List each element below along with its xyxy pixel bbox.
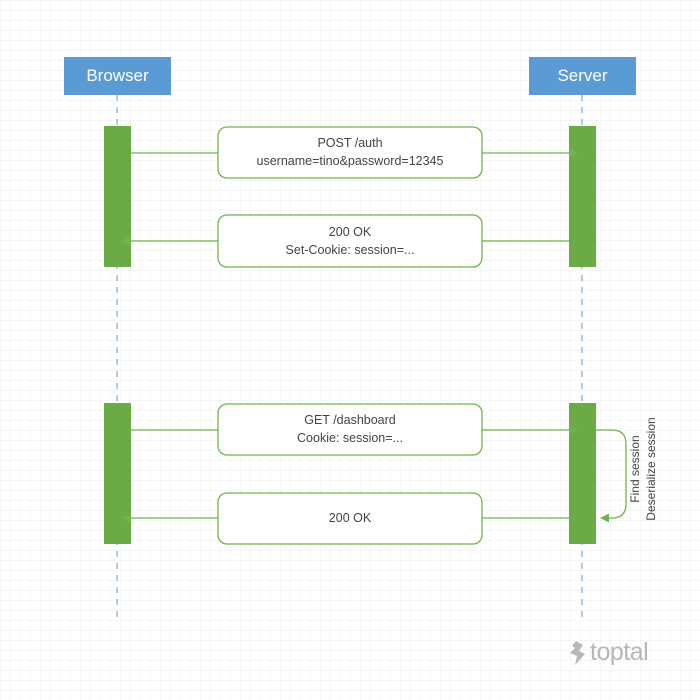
toptal-logo-text: toptal <box>590 638 649 666</box>
self-call-arrow <box>596 429 627 523</box>
server-activation-1 <box>569 126 596 267</box>
note-line2: Deserialize session <box>644 417 658 521</box>
server-actor: Server <box>529 57 636 95</box>
message-label-1: POST /auth username=tino&password=12345 <box>219 134 481 170</box>
message-3-line1: GET /dashboard <box>304 413 396 427</box>
browser-activation-2 <box>104 403 131 544</box>
message-label-2: 200 OK Set-Cookie: session=... <box>219 223 481 259</box>
server-note: Find session Deserialize session <box>627 417 659 520</box>
message-1-line1: POST /auth <box>317 136 383 150</box>
server-activation-2 <box>569 403 596 544</box>
message-4-line1: 200 OK <box>328 511 372 525</box>
browser-label: Browser <box>86 66 149 85</box>
server-label: Server <box>557 66 608 85</box>
note-line1: Find session <box>628 435 642 503</box>
message-2-line2: Set-Cookie: session=... <box>285 243 415 257</box>
message-label-3: GET /dashboard Cookie: session=... <box>219 411 481 447</box>
browser-actor: Browser <box>64 57 171 95</box>
toptal-logo-icon <box>570 640 585 665</box>
browser-activation-1 <box>104 126 131 267</box>
message-3-line2: Cookie: session=... <box>297 431 403 445</box>
message-1-line2: username=tino&password=12345 <box>256 154 444 168</box>
message-label-4: 200 OK <box>219 509 481 527</box>
message-2-line1: 200 OK <box>328 225 372 239</box>
toptal-logo: toptal <box>567 638 649 667</box>
